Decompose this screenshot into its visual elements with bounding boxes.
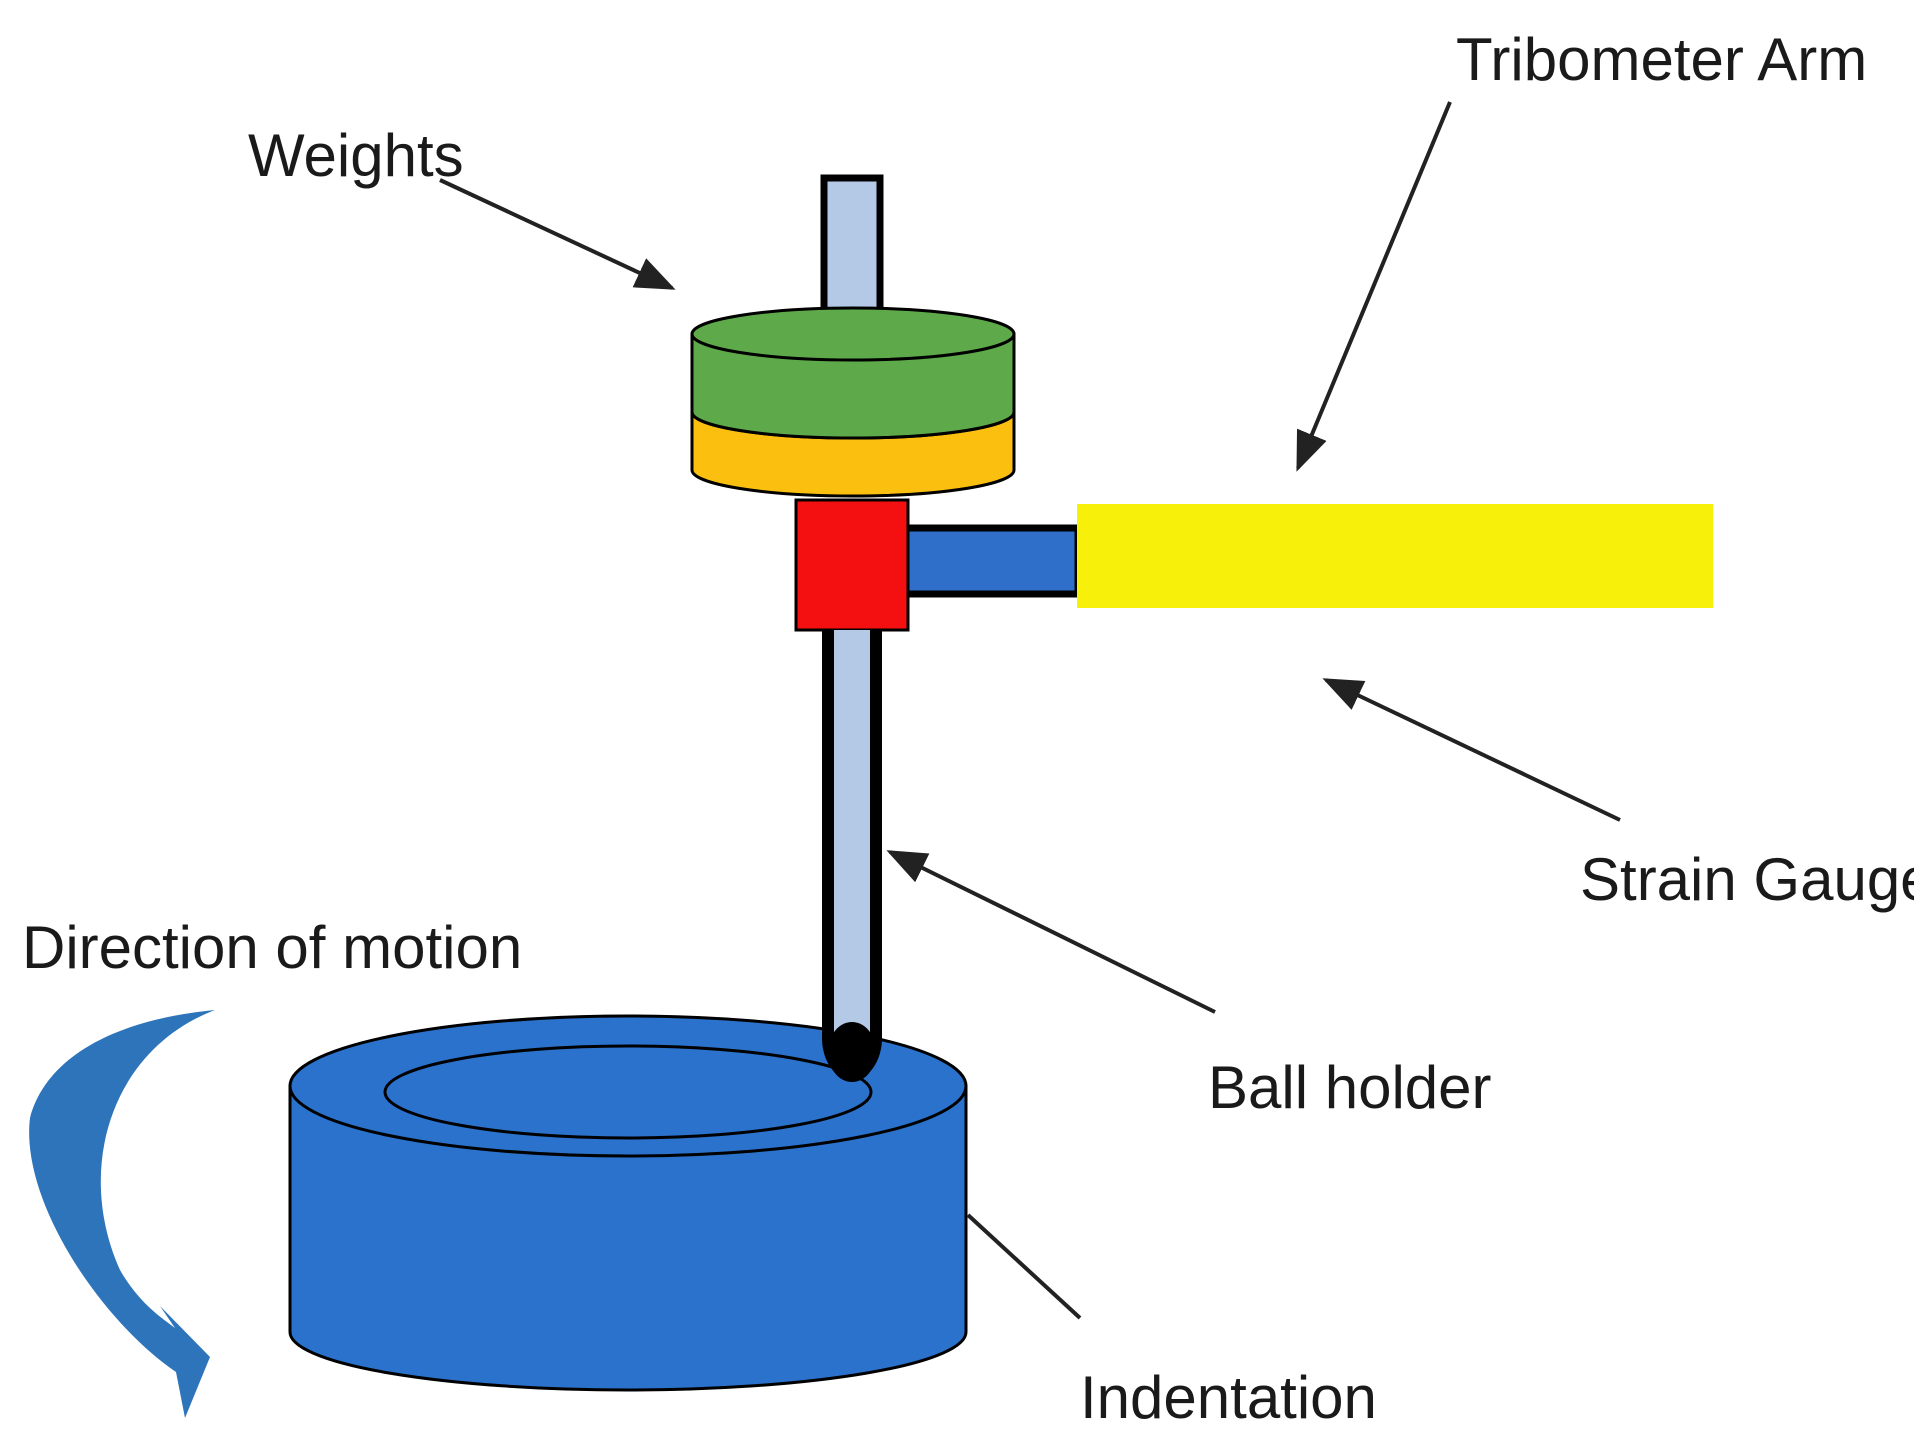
tribometer-arm-pointer: [1296, 101, 1452, 472]
weight-top-side: [690, 332, 1016, 440]
wear-track-indentation: [383, 1044, 873, 1140]
weights-stack: [690, 306, 1016, 498]
label-tribometer-arm: Tribometer Arm: [1456, 26, 1867, 93]
indentation-pointer: [966, 1213, 1082, 1320]
weights-pointer: [439, 178, 676, 290]
direction-of-motion-arrow-icon: [29, 1010, 215, 1418]
label-weights: Weights: [248, 122, 464, 189]
rotating-disk: [288, 1014, 968, 1392]
label-indentation: Indentation: [1080, 1364, 1377, 1431]
disk-side: [288, 1084, 968, 1392]
label-direction-of-motion: Direction of motion: [22, 914, 522, 981]
strain-gauge-pointer: [1322, 678, 1621, 822]
weight-top-top: [690, 306, 1016, 362]
strain-gauge-bar: [1077, 504, 1713, 608]
ball-holder-core: [834, 630, 870, 1038]
arm-connector: [900, 524, 1082, 598]
ball-holder-pointer: [886, 850, 1216, 1014]
ball-tip: [828, 1022, 876, 1082]
label-strain-gauge: Strain Gauge: [1580, 846, 1914, 913]
label-ball-holder: Ball holder: [1208, 1054, 1492, 1121]
holder-block: [794, 498, 910, 632]
